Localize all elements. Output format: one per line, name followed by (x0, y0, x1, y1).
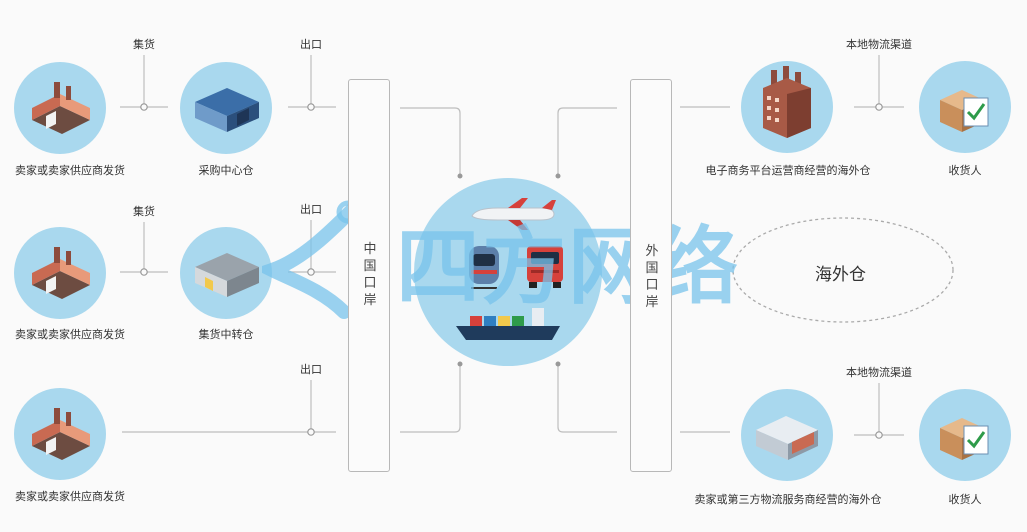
export-label-2: 出口 (300, 203, 322, 216)
hub-label-2: 集货中转仓 (198, 328, 254, 341)
office-building-icon (756, 416, 818, 460)
logo-icon (262, 200, 360, 319)
factory-icon (32, 247, 90, 299)
china-port-box (348, 79, 390, 472)
train-icon (469, 246, 499, 289)
overseas-wh-label-2: 卖家或第三方物流服务商经营的海外仓 (694, 493, 882, 506)
consolidate-label-2: 集货 (133, 205, 155, 218)
connector-lines (120, 55, 904, 436)
ship-icon (456, 308, 560, 340)
truck-icon (527, 246, 563, 288)
hub-label-1: 采购中心仓 (198, 164, 254, 177)
local-channel-label-1: 本地物流渠道 (846, 38, 912, 51)
factory-icon (32, 82, 90, 134)
foreign-port-label: 外国口岸 (645, 244, 659, 310)
airplane-icon (471, 198, 556, 230)
factory-icon (32, 408, 90, 460)
package-check-icon (940, 90, 989, 132)
seller-label-2: 卖家或卖家供应商发货 (15, 328, 125, 341)
warehouse-icon (195, 88, 259, 132)
overseas-wh-label-1: 电子商务平台运营商经营的海外仓 (705, 164, 871, 177)
connector-dots (140, 103, 883, 439)
overseas-warehouse-label: 海外仓 (815, 265, 866, 285)
center-endpoints (457, 173, 561, 367)
receiver-label-2: 收货人 (948, 493, 982, 506)
china-port-label: 中国口岸 (363, 242, 377, 308)
receiver-label-1: 收货人 (948, 164, 982, 177)
office-building-icon (763, 66, 811, 138)
export-label-3: 出口 (300, 363, 322, 376)
consolidate-label-1: 集货 (133, 38, 155, 51)
export-label-1: 出口 (300, 38, 322, 51)
seller-label-1: 卖家或卖家供应商发货 (15, 164, 125, 177)
package-check-icon (940, 418, 989, 460)
local-channel-label-2: 本地物流渠道 (846, 366, 912, 379)
watermark-text: 四方网络 (396, 218, 741, 316)
warehouse-icon (195, 253, 259, 297)
seller-label-3: 卖家或卖家供应商发货 (15, 490, 125, 503)
overseas-warehouse-ellipse (732, 217, 954, 323)
foreign-port-box (630, 79, 672, 472)
